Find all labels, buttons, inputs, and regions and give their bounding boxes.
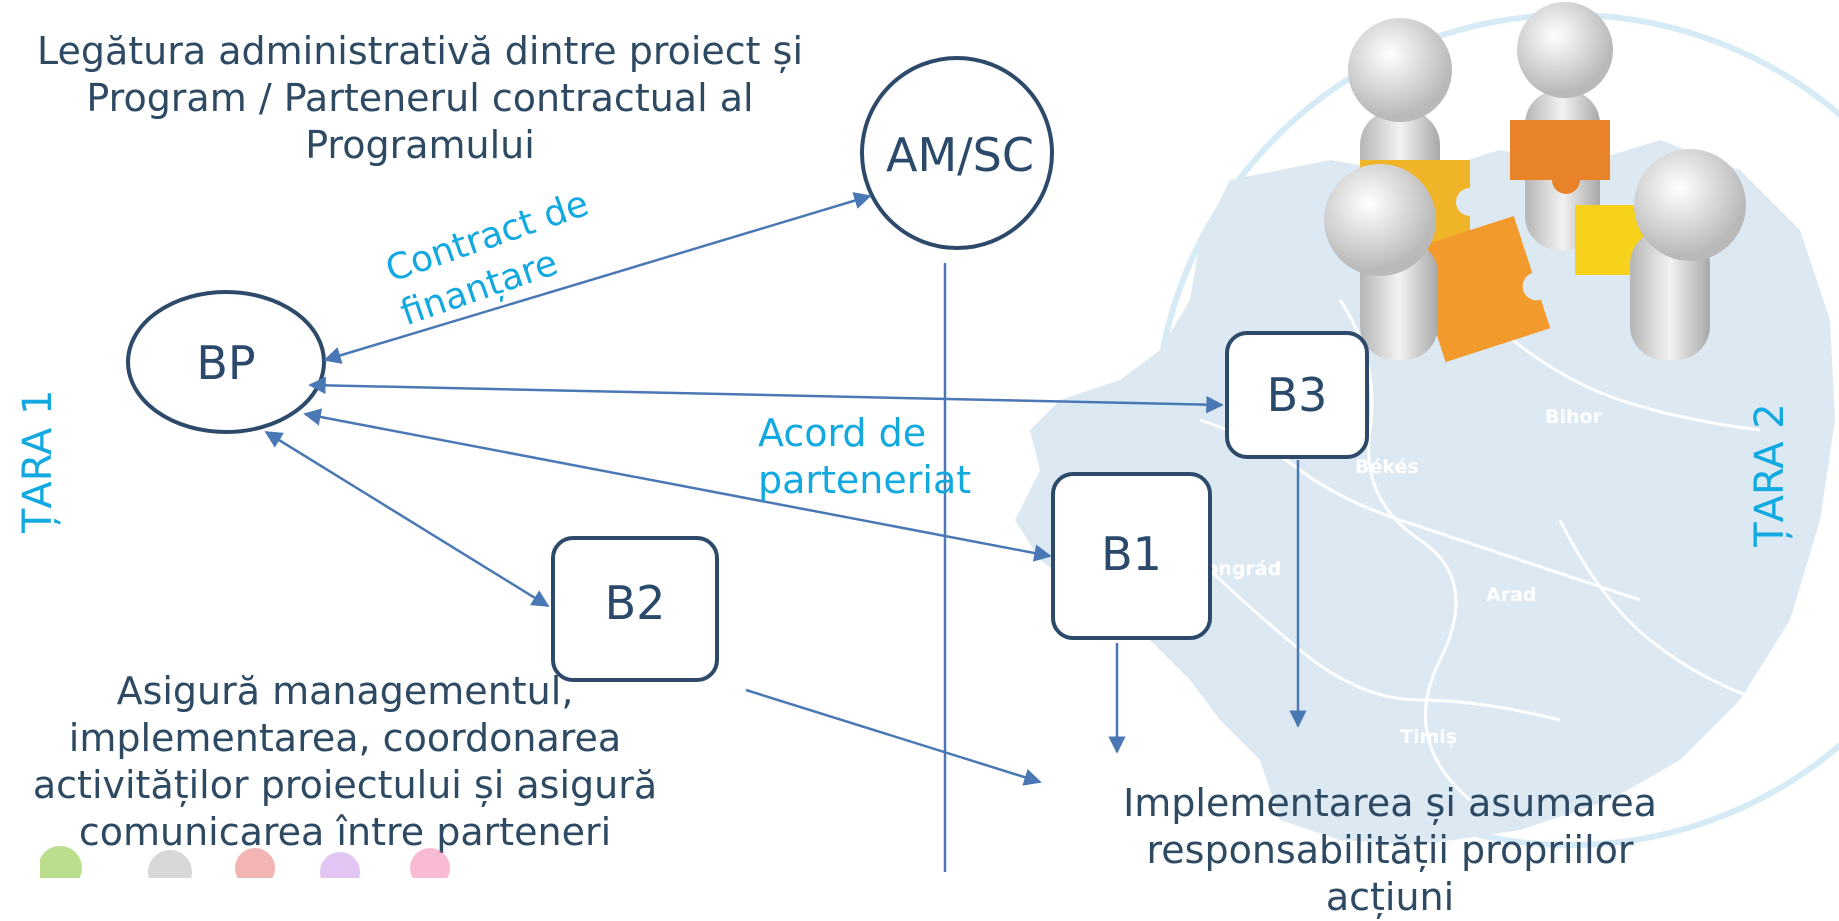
diagram-shapes	[126, 56, 1369, 872]
implementation-text: Implementarea și asumarea responsabilită…	[1123, 781, 1657, 919]
map-label-bihor: Bihor	[1545, 406, 1602, 428]
node-b1-label: B1	[1101, 527, 1162, 581]
figure-head-3	[1324, 164, 1436, 276]
arrow-b2-impl	[745, 688, 1042, 786]
node-am-sc-circle	[860, 56, 1054, 250]
arrow-bp-b3	[308, 376, 1224, 414]
puzzle-piece-orange	[1510, 120, 1610, 194]
country-right-label: ȚARA 2	[1747, 403, 1793, 547]
figure-head-2	[1517, 2, 1613, 98]
map-label-timis: Timiș	[1400, 726, 1458, 748]
node-b3-label: B3	[1266, 368, 1328, 422]
node-b1-box	[1051, 472, 1212, 640]
diagram-canvas: Bihor Békés Csongrád Arad Timiș	[15, 2, 1839, 919]
management-text: Asigură managementul, implementarea, coo…	[32, 669, 658, 854]
node-b2-label: B2	[604, 576, 666, 630]
map-border-2	[1338, 299, 1471, 802]
puzzle-piece-orange-2	[1409, 215, 1551, 363]
arrow-bp-am	[323, 192, 872, 364]
map-label-bekes: Békés	[1355, 456, 1419, 478]
map-border-3	[1499, 328, 1761, 432]
puzzle-team-illustration	[1324, 2, 1746, 363]
decorative-blobs	[40, 846, 450, 878]
figure-head-1	[1348, 18, 1452, 122]
node-am-sc-label: AM/SC	[886, 128, 1034, 182]
node-bp-label: BP	[196, 336, 256, 390]
map-border-5	[1558, 519, 1761, 702]
map-label-arad: Arad	[1486, 584, 1537, 606]
figure-body-4	[1630, 230, 1710, 360]
node-b3-box	[1225, 331, 1369, 459]
agreement-label: Acord de parteneriat	[758, 411, 972, 502]
admin-link-text: Legătura administrativă dintre proiect ș…	[36, 29, 804, 167]
country-left-label: ȚARA 1	[15, 389, 61, 534]
figure-head-4	[1634, 149, 1746, 261]
arrow-bp-b2	[264, 430, 550, 608]
